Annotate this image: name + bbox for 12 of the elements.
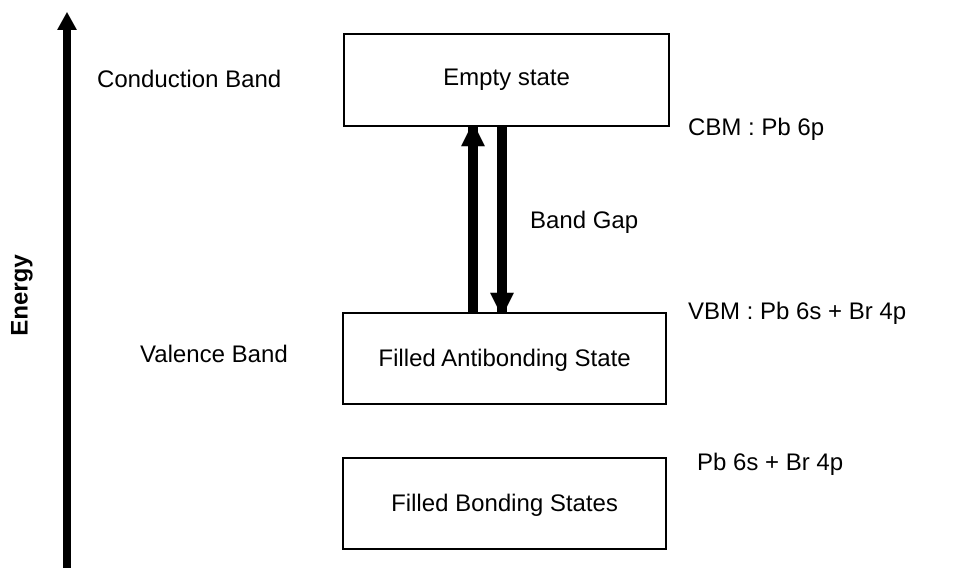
band-caption: Valence Band — [140, 340, 288, 370]
band-box — [342, 312, 667, 405]
band-box — [342, 457, 667, 550]
band-label: Filled Antibonding State — [378, 344, 631, 374]
band-caption: CBM : Pb 6p — [688, 113, 824, 143]
band-label: Empty state — [443, 63, 570, 93]
band-caption: Conduction Band — [97, 65, 282, 95]
band-label: Filled Bonding States — [391, 488, 618, 518]
band-box — [343, 33, 670, 127]
band-caption: VBM : Pb 6s + Br 4p — [688, 297, 906, 327]
band-caption: Pb 6s + Br 4p — [697, 448, 844, 478]
axis-title: Energy — [6, 254, 35, 336]
